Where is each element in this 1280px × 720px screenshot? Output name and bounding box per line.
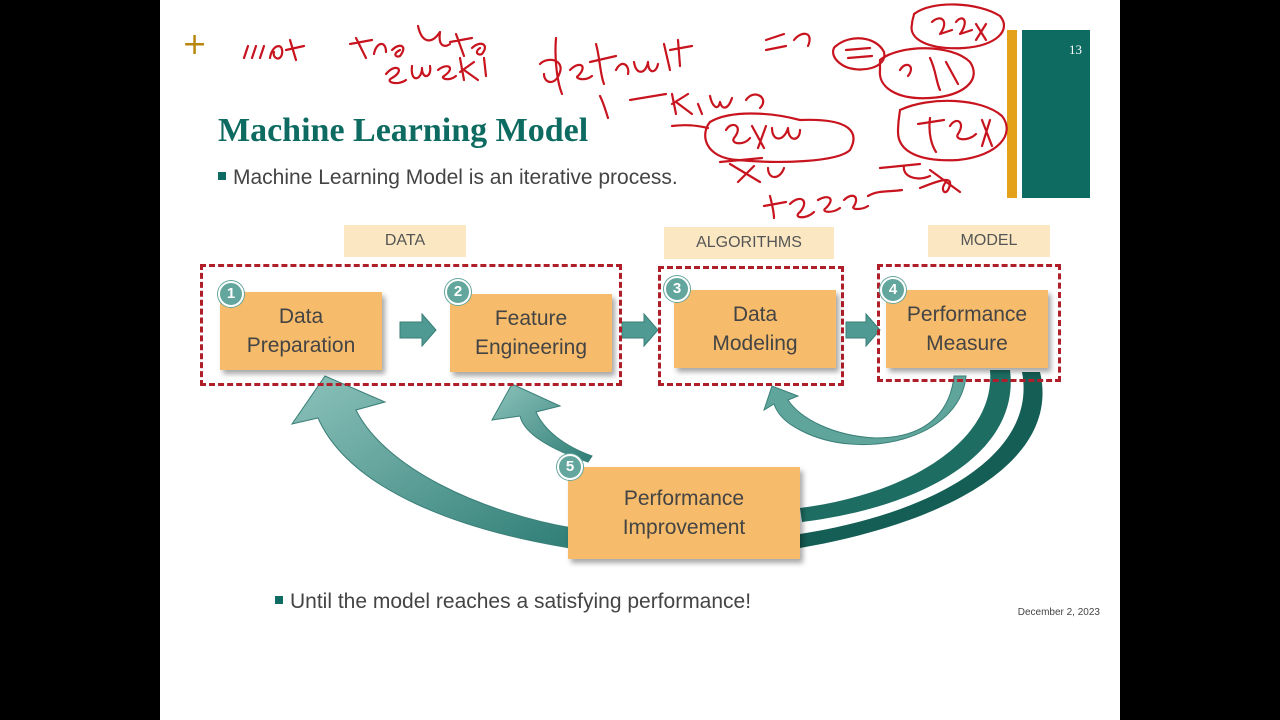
step-number-badge: 1 <box>218 281 244 307</box>
arrow-to-data-modeling <box>763 375 967 446</box>
bullet-bottom-text: Until the model reaches a satisfying per… <box>290 590 752 613</box>
arrow-step1-to-step2 <box>399 312 437 348</box>
step-data-modeling: Data Modeling <box>674 290 836 368</box>
accent-bar <box>1007 30 1017 198</box>
slide-number-panel <box>1022 30 1090 198</box>
feedback-arrows <box>290 312 1043 549</box>
arrow-step2-to-step3 <box>621 312 659 348</box>
group-label-model: MODEL <box>928 225 1050 257</box>
arrow-step3-to-step4 <box>845 312 881 348</box>
step-feature-engineering: Feature Engineering <box>450 294 612 372</box>
arrow-to-data-preparation <box>290 375 573 549</box>
slide: + 13 Machine Learning Model Machine Lear… <box>160 0 1120 720</box>
bullet-square-icon <box>218 172 226 181</box>
slide-title: Machine Learning Model <box>218 112 589 149</box>
slide-date: December 2, 2023 <box>1017 607 1100 618</box>
group-label-data: DATA <box>344 225 466 257</box>
bullet-bottom: Until the model reaches a satisfying per… <box>275 590 751 614</box>
arrow-measure-to-improvement-2 <box>800 372 1043 548</box>
bullet-top-text: Machine Learning Model is an iterative p… <box>233 166 678 189</box>
handwritten-annotations <box>242 3 1008 220</box>
group-label-algorithms: ALGORITHMS <box>664 227 834 259</box>
step-performance-measure: Performance Measure <box>886 290 1048 368</box>
arrow-measure-to-improvement <box>800 370 1011 522</box>
step-performance-improvement: Performance Improvement <box>568 467 800 559</box>
bullet-top: Machine Learning Model is an iterative p… <box>218 166 678 190</box>
group-frame-algorithms <box>658 266 844 386</box>
slide-number: 13 <box>1069 42 1082 57</box>
step-number-badge: 3 <box>664 276 690 302</box>
step-number-badge: 4 <box>880 277 906 303</box>
bullet-square-icon <box>275 596 283 605</box>
step-data-preparation: Data Preparation <box>220 292 382 370</box>
group-frame-data <box>200 264 622 386</box>
step-number-badge: 5 <box>557 454 583 480</box>
plus-icon: + <box>182 27 208 62</box>
step-number-badge: 2 <box>445 279 471 305</box>
group-frame-model <box>877 264 1061 382</box>
